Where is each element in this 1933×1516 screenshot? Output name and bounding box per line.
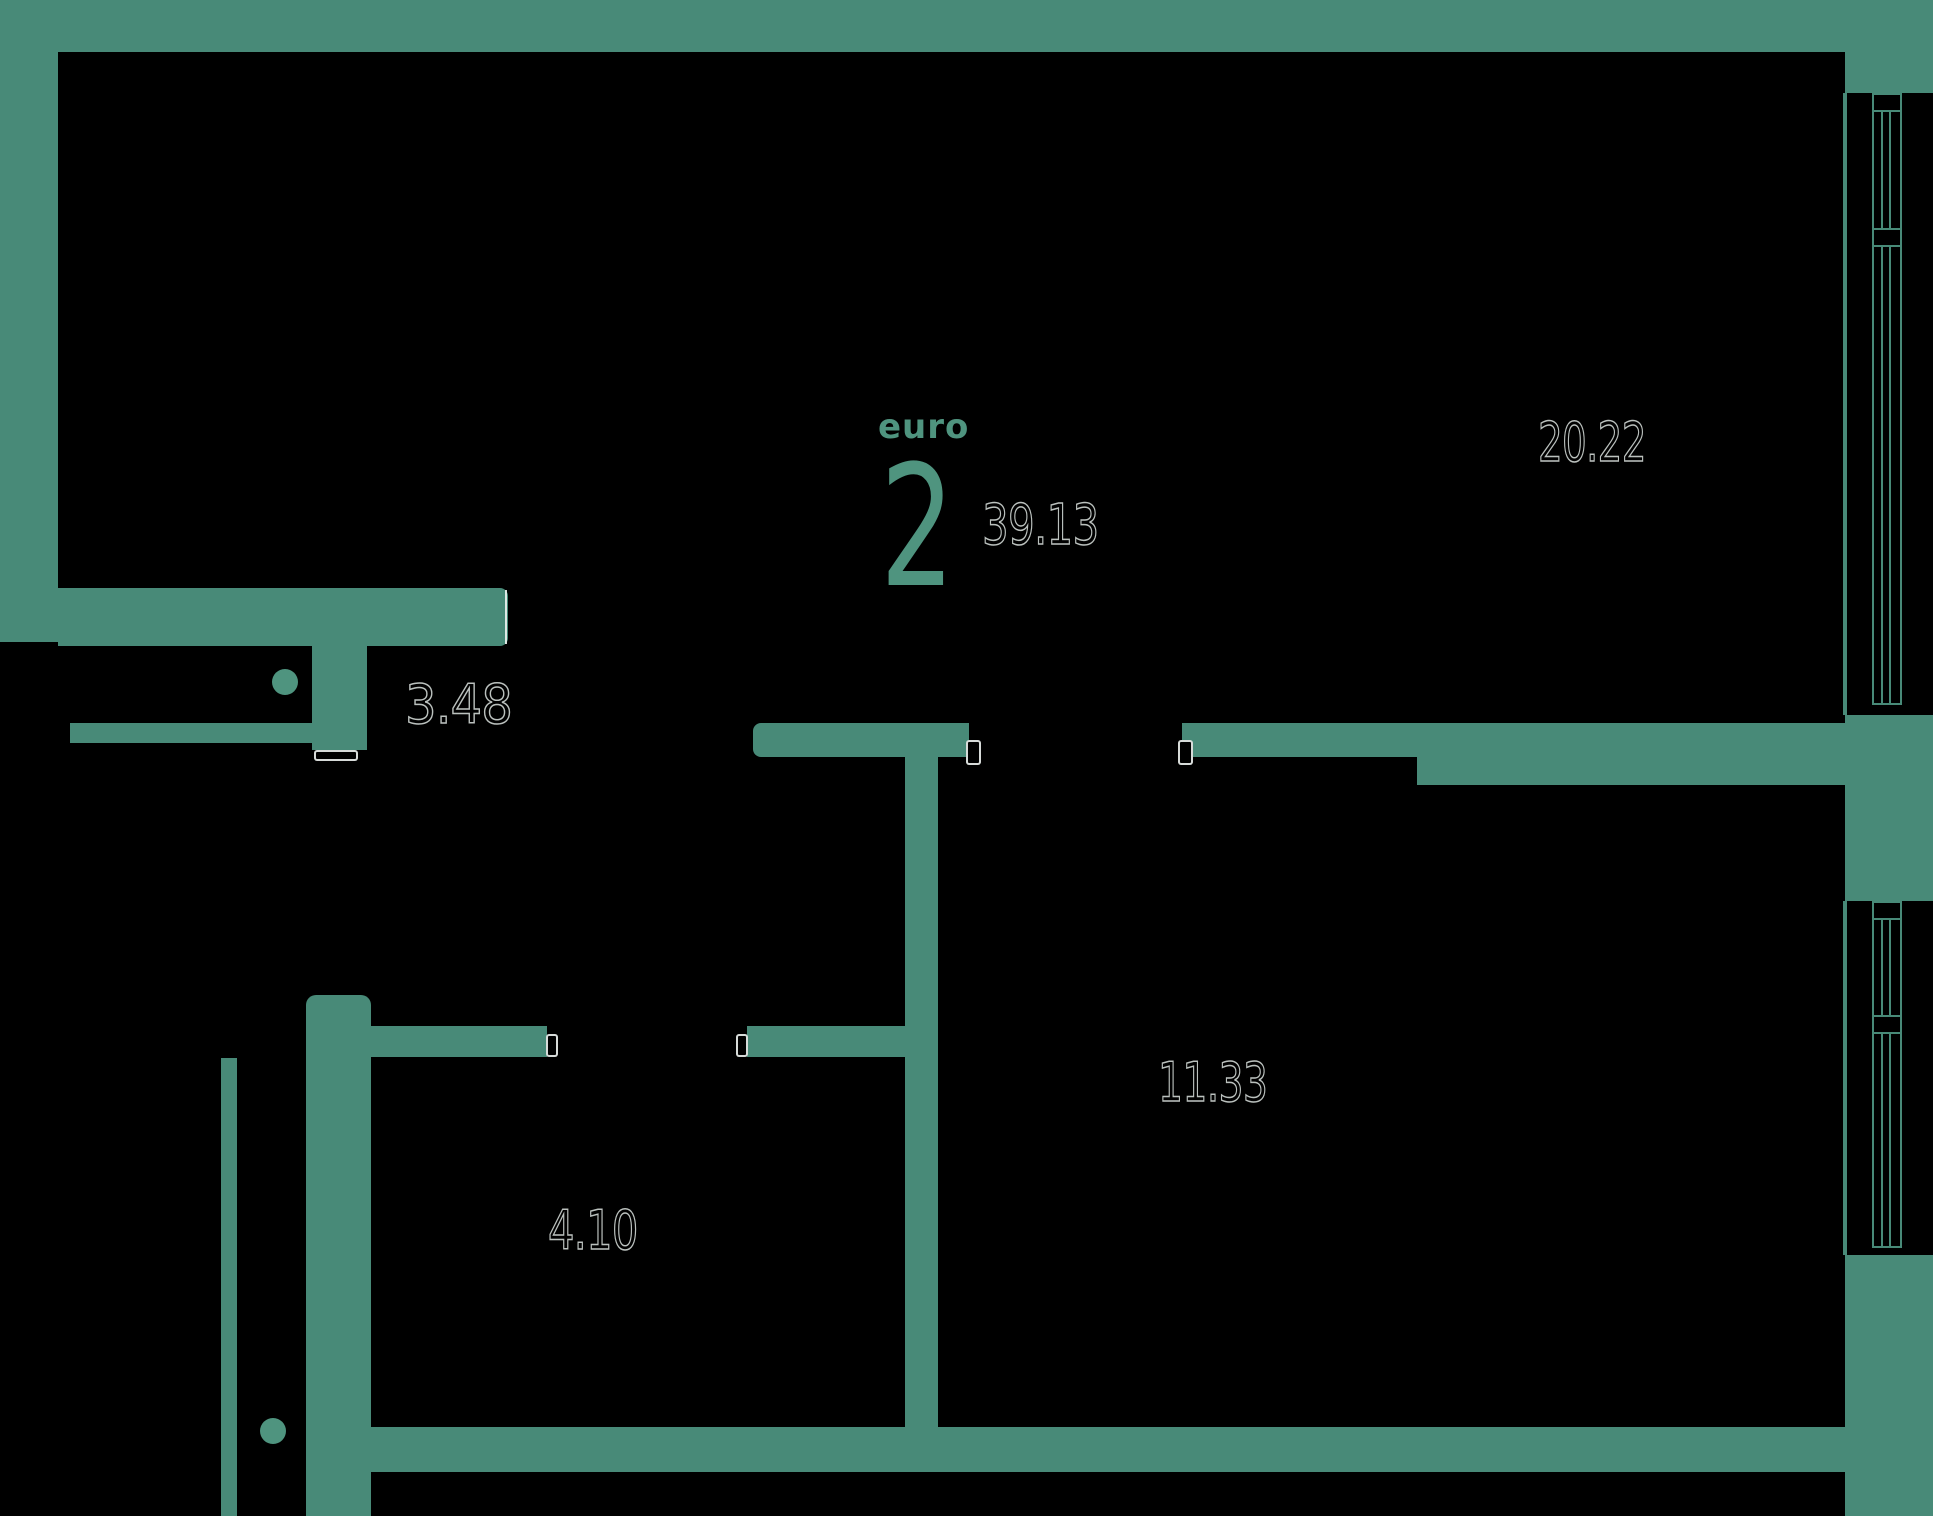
wall-hall-entry	[312, 642, 367, 750]
wall-edge-window-bottom	[1843, 901, 1847, 1255]
window-top-head-block	[1872, 93, 1902, 112]
stair-door-handle-dot	[260, 1418, 286, 1444]
living-room-area-label: 20.22	[1537, 411, 1647, 474]
apartment-type-label: euro	[878, 407, 970, 447]
wall-living-bedroom-mid	[1182, 723, 1417, 757]
bedroom-area-label: 11.33	[1157, 1051, 1268, 1114]
window-bay-bottom	[1843, 901, 1933, 1255]
room-count-label: 2	[880, 429, 955, 625]
window-bottom-head-block	[1872, 901, 1902, 920]
total-area-label: 39.13	[981, 493, 1099, 558]
hallway-area-label: 3.48	[404, 673, 513, 736]
door-jamb-mark-bathroom-right	[736, 1034, 748, 1057]
door-jamb-mark-bedroom-left	[966, 740, 981, 765]
window-top-glass-lines	[1881, 99, 1891, 705]
entry-door-handle-dot	[272, 669, 298, 695]
wall-edge-window-top	[1843, 93, 1847, 715]
entrance-doorway-gap	[0, 642, 70, 723]
window-bay-top	[1843, 93, 1933, 715]
window-top-mullion-block	[1872, 228, 1902, 247]
wall-living-hall	[58, 588, 508, 646]
wall-bathroom-top-left	[371, 1026, 547, 1057]
lower-neighbor-area	[371, 1472, 1845, 1516]
door-jamb-mark-bedroom-right	[1178, 740, 1193, 765]
wall-bathroom-left	[306, 995, 371, 1516]
stair-door-frame-line	[221, 1058, 237, 1516]
entry-door-leaf-line	[70, 723, 312, 743]
window-bottom-mullion-block	[1872, 1015, 1902, 1034]
window-bottom-glass-lines	[1881, 907, 1891, 1248]
stairwell-area	[0, 723, 306, 1516]
wall-living-bedroom-right	[1417, 723, 1845, 785]
wall-bathroom-top-right	[747, 1026, 905, 1057]
wall-living-bedroom-left	[753, 723, 969, 757]
door-jamb-mark-bathroom-left	[546, 1034, 558, 1057]
wall-corridor-bedroom	[905, 757, 938, 1427]
bathroom-area-label: 4.10	[547, 1199, 638, 1262]
door-opening-mark-hallway	[314, 750, 358, 761]
door-jamb-mark-living	[505, 590, 507, 644]
